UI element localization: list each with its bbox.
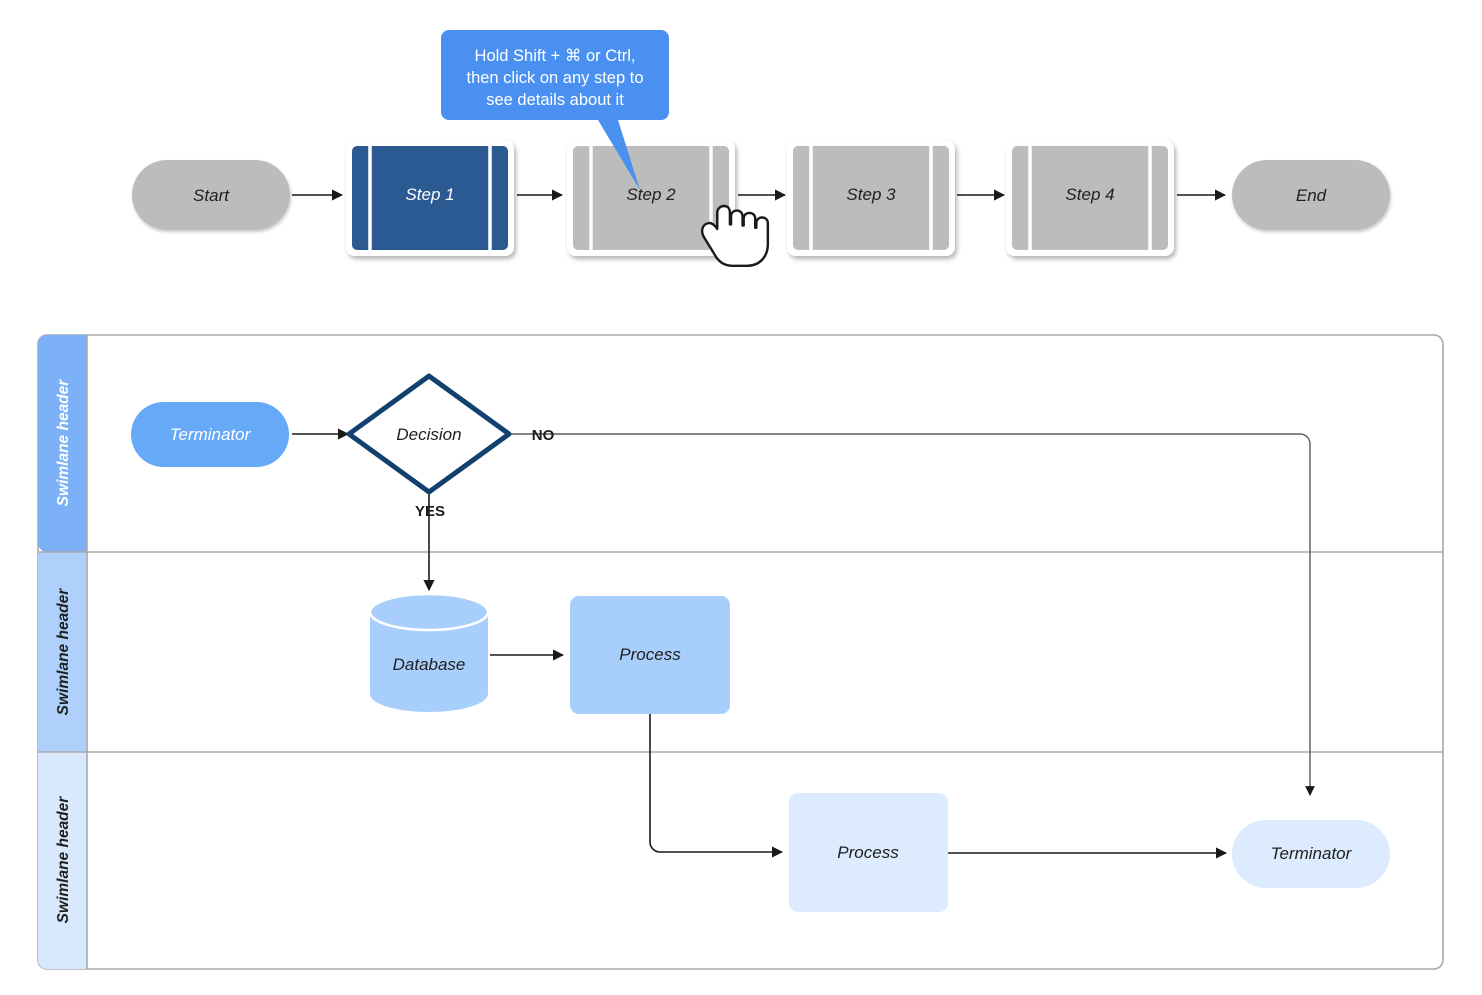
step4-label: Step 4 (1065, 185, 1114, 204)
node-database[interactable]: Database (368, 592, 490, 712)
step2-label: Step 2 (626, 185, 676, 204)
lane-1-header-bg (38, 335, 87, 552)
edge-label-no: NO (532, 427, 555, 444)
step2-shape (573, 146, 729, 250)
connector-process1-process2 (649, 714, 784, 858)
start-shape (132, 160, 290, 230)
step3-shape (793, 146, 949, 250)
terminator-start-shape (131, 402, 289, 467)
process-1-shape (570, 596, 730, 714)
lane-3-header-label: Swimlane header (55, 796, 72, 924)
node-terminator-end[interactable]: Terminator (1232, 820, 1390, 888)
node-process-1[interactable]: Process (570, 596, 730, 714)
step4-shape (1012, 146, 1168, 250)
terminator-end-shape (1232, 820, 1390, 888)
decision-shape (346, 373, 512, 495)
decision-label: Decision (396, 425, 461, 444)
tooltip-line-1: Hold Shift + ⌘ or Ctrl, (475, 47, 636, 65)
lane-3-header-bg (38, 752, 87, 969)
node-step2[interactable]: Step 2 (567, 140, 735, 256)
lane-1-header-label: Swimlane header (55, 379, 72, 507)
tooltip-callout: Hold Shift + ⌘ or Ctrl, then click on an… (441, 30, 669, 190)
pointing-hand-cursor (700, 204, 770, 268)
lane-2-header-bg (38, 552, 87, 752)
node-step4[interactable]: Step 4 (1006, 140, 1174, 256)
connector-decision-no (511, 433, 1315, 796)
step1-label: Step 1 (405, 185, 454, 204)
end-label: End (1296, 186, 1327, 205)
lane-2-header-label: Swimlane header (55, 588, 72, 716)
node-start[interactable]: Start (132, 160, 290, 230)
end-shape (1232, 160, 1390, 230)
terminator-end-label: Terminator (1271, 844, 1353, 863)
tooltip-line-3: see details about it (486, 91, 624, 109)
tooltip-line-2: then click on any step to (466, 69, 643, 87)
lane-1[interactable]: Swimlane header (38, 335, 87, 552)
process-1-label: Process (619, 645, 681, 664)
node-step1[interactable]: Step 1 (346, 140, 514, 256)
terminator-start-label: Terminator (170, 425, 252, 444)
node-end[interactable]: End (1232, 160, 1390, 230)
database-label: Database (393, 655, 466, 674)
node-process-2[interactable]: Process (789, 793, 948, 912)
tooltip-tail (598, 120, 640, 190)
lane-3[interactable]: Swimlane header (38, 752, 87, 969)
step3-label: Step 3 (846, 185, 896, 204)
tooltip-bubble (441, 30, 669, 120)
step1-shape (352, 146, 508, 250)
database-body (370, 612, 488, 712)
edge-label-yes: YES (415, 503, 445, 520)
process-2-shape (789, 793, 948, 912)
node-step3[interactable]: Step 3 (787, 140, 955, 256)
node-terminator-start[interactable]: Terminator (131, 402, 289, 467)
process-2-label: Process (837, 843, 899, 862)
lane-2[interactable]: Swimlane header (38, 552, 87, 752)
start-label: Start (193, 186, 230, 205)
database-top-ellipse (368, 592, 490, 632)
node-decision[interactable]: Decision (346, 373, 512, 495)
